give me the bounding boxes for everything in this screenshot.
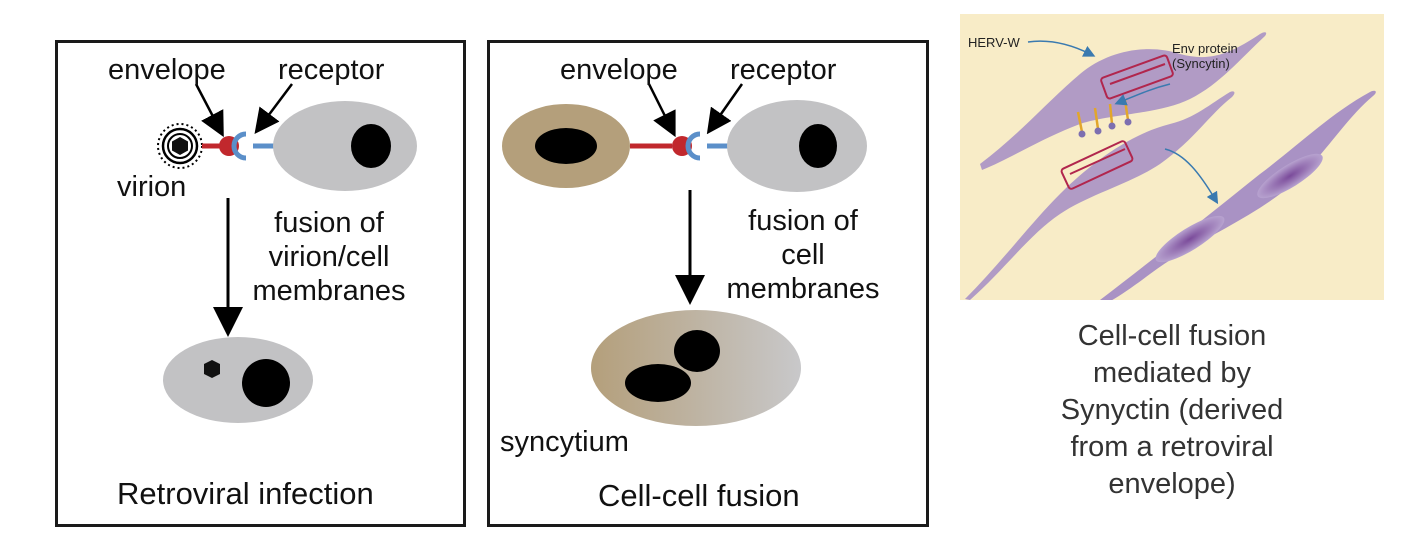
cell-nucleus — [535, 128, 597, 164]
fusion-line: fusion of — [274, 207, 384, 239]
panel-title: Retroviral infection — [117, 476, 374, 511]
cell-nucleus — [242, 359, 290, 407]
syncytium-label: syncytium — [500, 426, 629, 458]
envelope-label: envelope — [560, 54, 678, 86]
receptor-pointer-arrow — [254, 83, 293, 134]
env-pointer-arrow — [1114, 83, 1171, 106]
fused-cell — [1100, 90, 1376, 300]
env-protein-label: Env protein — [1172, 41, 1238, 56]
infected-cell — [163, 337, 313, 423]
receptor-icon — [231, 131, 247, 161]
virion-label: virion — [117, 171, 187, 203]
envelope-pointer-arrow — [194, 83, 224, 138]
caption-line: mediated by — [1093, 357, 1251, 389]
lower-cell — [965, 91, 1235, 300]
cell-nucleus — [799, 124, 837, 168]
fusion-line: membranes — [252, 275, 406, 307]
syncytin-illustration-drawing — [965, 32, 1376, 300]
syncytin-label: (Syncytin) — [1172, 56, 1230, 71]
viral-capsid-icon — [204, 360, 220, 378]
receptor-pointer-arrow — [706, 83, 744, 135]
cell-cell-fusion-panel — [487, 40, 929, 527]
envelope-label: envelope — [108, 54, 226, 86]
herv-pointer-arrow — [1027, 40, 1096, 57]
herv-label: HERV-W — [968, 35, 1020, 50]
cell-nucleus — [674, 330, 720, 372]
caption-line: Synyctin (derived — [1060, 394, 1284, 426]
fusing-cell-right — [727, 100, 867, 192]
receptor-label: receptor — [730, 54, 837, 86]
panel-title: Cell-cell fusion — [598, 478, 800, 513]
receptor-dots — [1078, 118, 1132, 138]
receptor-label: receptor — [278, 54, 385, 86]
fusion-line: virion/cell — [268, 241, 390, 273]
fusion-description: fusion of cell membranes — [718, 204, 888, 306]
syncytin-illustration: HERV-W Env protein (Syncytin) — [960, 14, 1384, 300]
virion-icon — [157, 123, 203, 169]
envelope-pointer-arrow — [647, 83, 676, 138]
fusion-line: fusion of — [748, 205, 858, 237]
cell-nucleus — [625, 364, 691, 402]
fusion-pointer-arrow — [1164, 148, 1219, 205]
caption-line: from a retroviral — [1070, 431, 1274, 463]
caption-line: Cell-cell fusion — [1077, 320, 1267, 352]
fusion-description: fusion of virion/cell membranes — [244, 206, 414, 308]
receptor-icon — [685, 131, 701, 161]
caption-line: envelope) — [1108, 468, 1236, 500]
target-cell — [273, 101, 417, 191]
fusion-line: membranes — [726, 273, 880, 305]
cell-nucleus — [351, 124, 391, 168]
illustration-caption: Cell-cell fusion mediated by Synyctin (d… — [960, 318, 1384, 503]
fusion-line: cell — [781, 239, 825, 271]
